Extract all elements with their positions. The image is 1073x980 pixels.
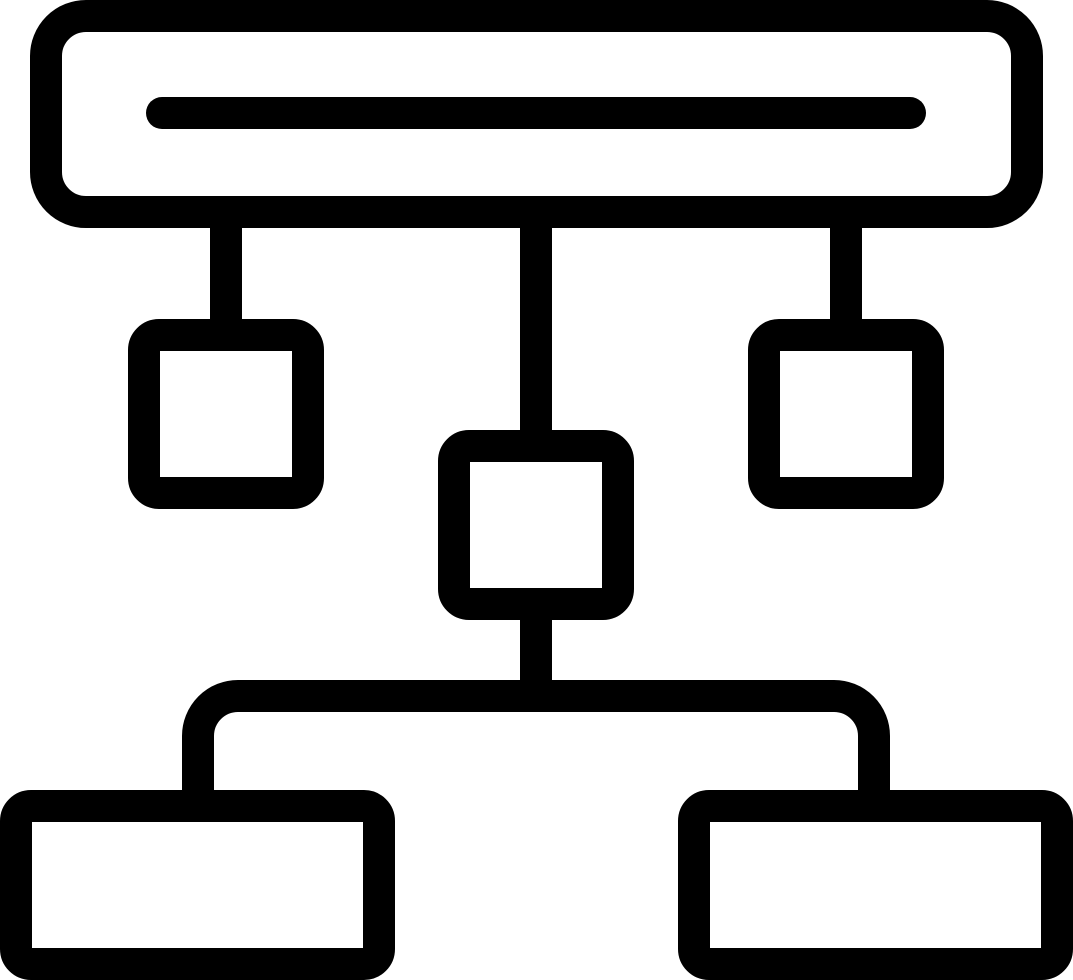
node-bottom-right: [678, 790, 1073, 980]
node-left: [128, 319, 324, 509]
node-center: [438, 430, 634, 620]
node-bottom-left: [0, 790, 395, 980]
branch-bar: [182, 680, 890, 806]
node-right: [748, 319, 944, 509]
